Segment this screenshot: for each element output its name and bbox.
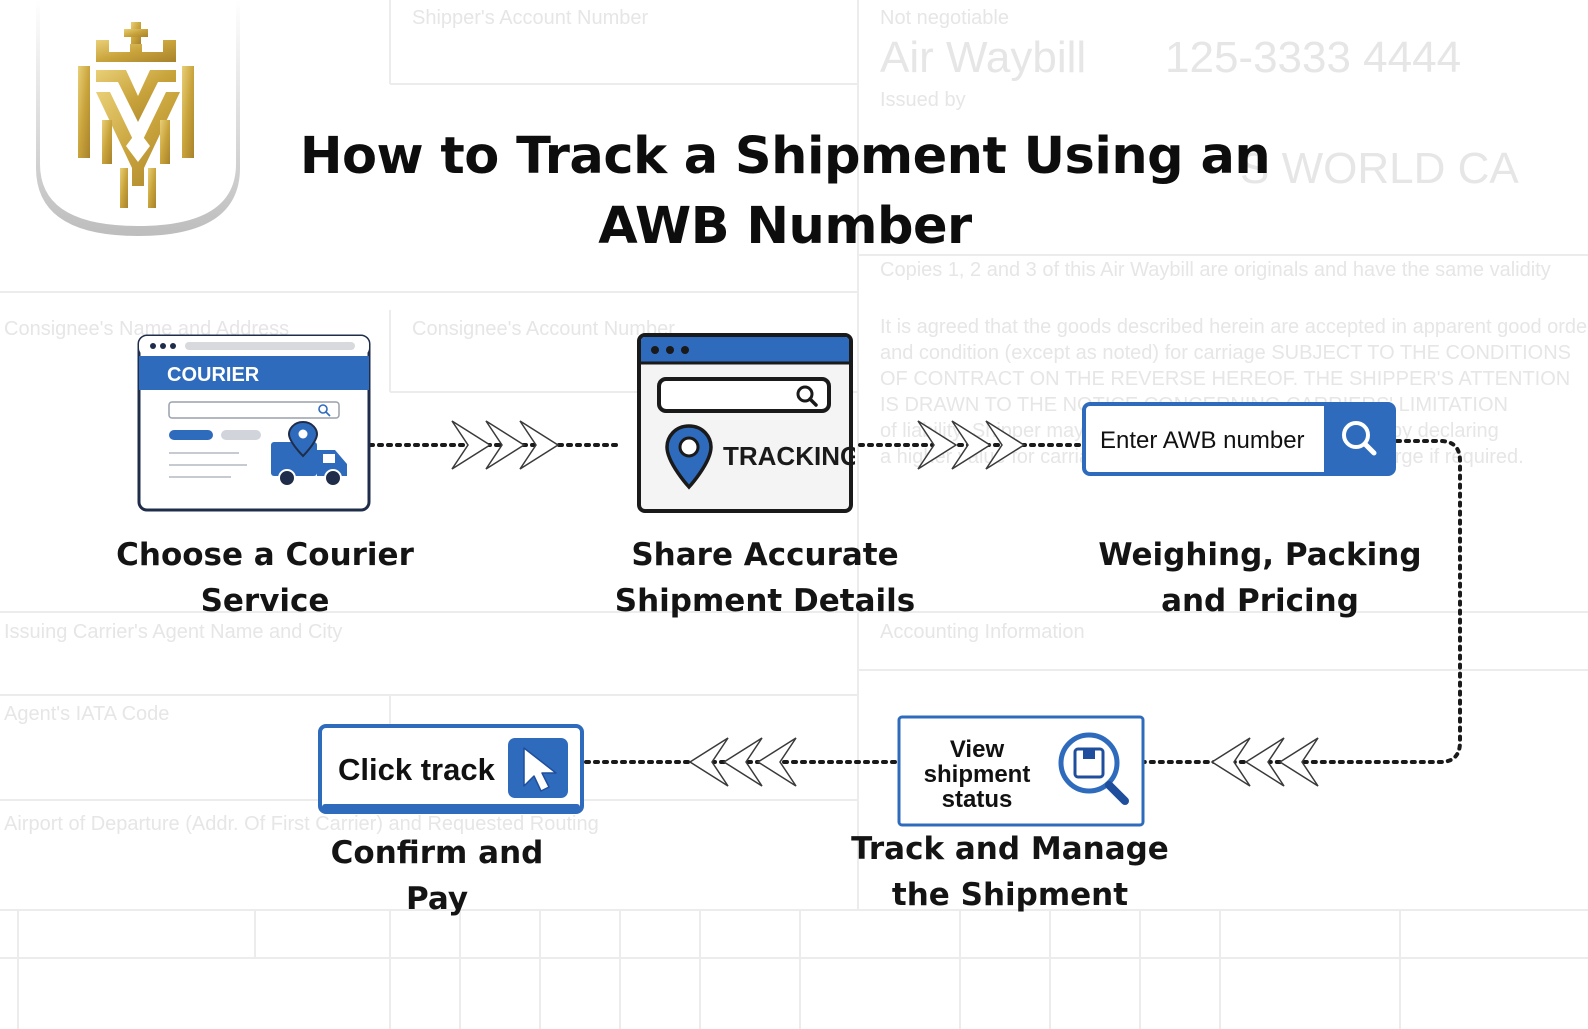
step-3-label: Weighing, Packing and Pricing — [1098, 537, 1422, 619]
bg-field-departure-airport: Airport of Departure (Addr. Of First Car… — [4, 813, 599, 835]
magnifier-package-icon — [1058, 732, 1129, 805]
chevrons-right-1 — [451, 420, 560, 470]
bg-field-shipper-account: Shipper's Account Number — [412, 7, 649, 29]
step-4-label: Track and Manage the Shipment — [851, 831, 1169, 913]
bg-field-issued-by: Issued by — [880, 89, 966, 111]
bg-field-iata-code: Agent's IATA Code — [4, 703, 169, 725]
bg-field-not-negotiable: Not negotiable — [880, 7, 1009, 29]
click-track-text: Click track — [338, 752, 496, 787]
bg-field-agent-name: Issuing Carrier's Agent Name and City — [4, 621, 342, 643]
page-title: How to Track a Shipment Using an AWB Num… — [240, 122, 1330, 262]
bg-field-consignee-account: Consignee's Account Number — [412, 318, 675, 340]
bg-field-accounting-info: Accounting Information — [880, 621, 1085, 643]
step-2-label: Share Accurate Shipment Details — [614, 537, 916, 619]
tracking-text: TRACKING — [723, 441, 855, 471]
awb-search-bar-icon: Enter AWB number — [1082, 402, 1396, 476]
view-status-card-icon: View shipment status — [897, 715, 1145, 827]
chevrons-right-2 — [917, 420, 1026, 470]
chevrons-left-1 — [1210, 737, 1319, 787]
bg-field-copies-note: Copies 1, 2 and 3 of this Air Waybill ar… — [880, 259, 1551, 281]
step-5-label: Confirm and Pay — [330, 835, 544, 917]
title-line-1: How to Track a Shipment Using an — [299, 127, 1271, 186]
cursor-arrow-icon — [523, 747, 557, 792]
bg-field-terms-2: and condition (except as noted) for carr… — [880, 342, 1571, 364]
map-pin-icon — [665, 424, 713, 490]
bg-field-carrier-name: S WORLD CA — [1240, 144, 1519, 193]
view-status-line-2: shipment — [924, 761, 1031, 788]
view-status-line-3: status — [942, 786, 1013, 813]
title-line-2: AWB Number — [598, 197, 972, 256]
connector-step3-step4 — [1136, 439, 1462, 764]
courier-website-icon: COURIER — [137, 334, 371, 512]
step-1-label: Choose a Courier Service — [116, 537, 414, 619]
awb-input-placeholder: Enter AWB number — [1100, 427, 1305, 454]
search-icon — [1342, 421, 1377, 456]
click-track-button-icon: Click track — [318, 724, 584, 814]
bg-field-air-waybill: Air Waybill — [880, 33, 1086, 82]
courier-header-text: COURIER — [167, 364, 260, 386]
view-status-line-1: View — [950, 736, 1005, 763]
bg-field-terms-1: It is agreed that the goods described he… — [880, 316, 1588, 338]
tracking-page-icon: TRACKING — [637, 333, 855, 513]
bg-field-awb-number: 125-3333 4444 — [1165, 33, 1461, 82]
chevrons-left-2 — [688, 737, 797, 787]
brand-logo — [36, 0, 240, 236]
bg-field-terms-3: OF CONTRACT ON THE REVERSE HEREOF. THE S… — [880, 368, 1570, 390]
location-pin-icon — [287, 420, 319, 458]
